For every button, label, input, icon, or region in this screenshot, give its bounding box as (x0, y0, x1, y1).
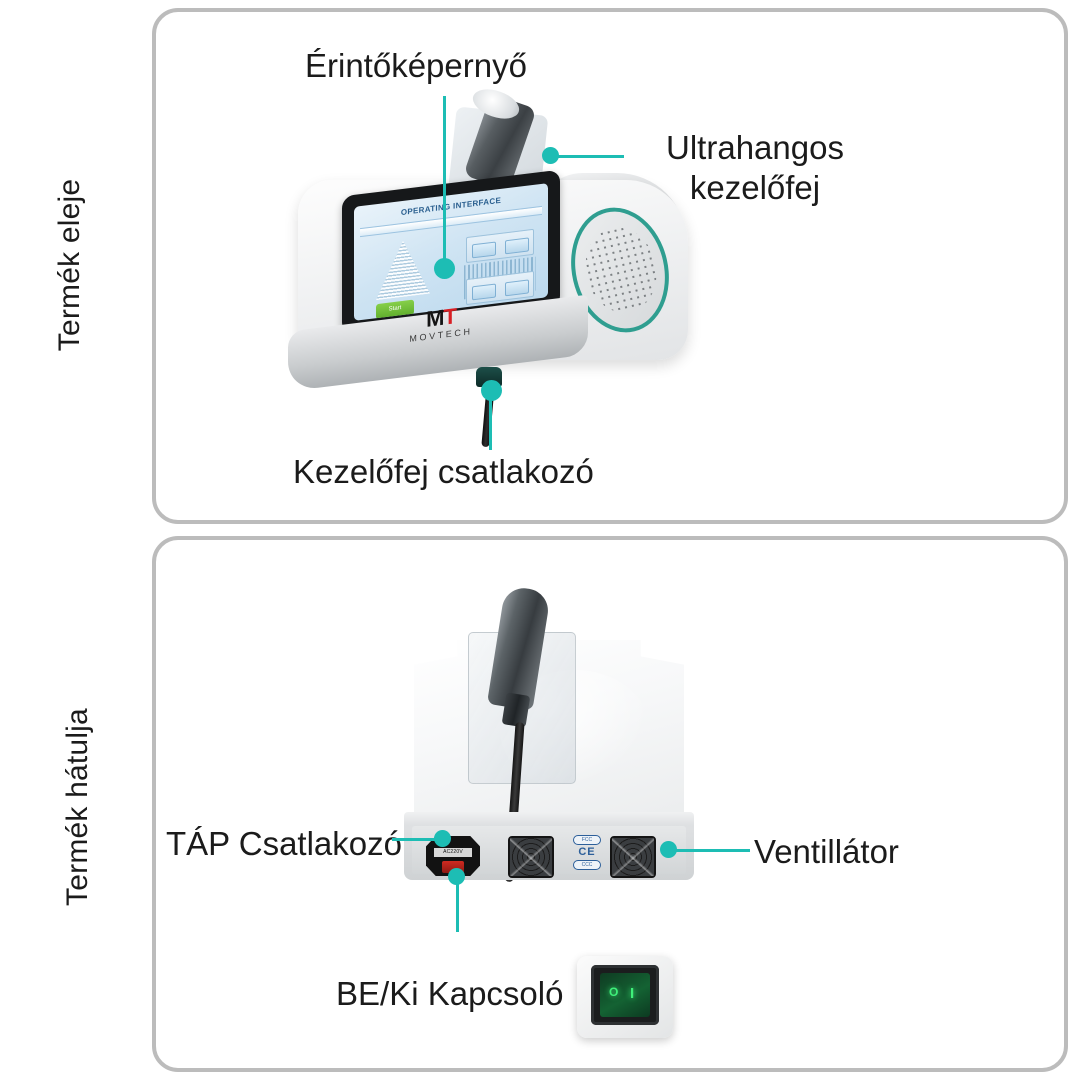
callout-label-line-1: Ultrahangos (666, 129, 844, 166)
callout-label-power-switch: BE/Ki Kapcsoló (336, 975, 564, 1012)
callout-label-power-connector: TÁP Csatlakozó (166, 825, 402, 862)
leader-line-touchscreen (443, 96, 446, 266)
power-switch-inset-illustration: O I (577, 956, 673, 1038)
touchscreen-display[interactable]: OPERATING INTERFACE Start (354, 183, 548, 321)
callout-label-line-2: kezelőfej (689, 169, 821, 207)
switch-on-symbol-icon: I (630, 985, 635, 1002)
callout-dot-power-switch (448, 868, 465, 885)
screen-chip (505, 279, 529, 297)
callout-label-touchscreen: Érintőképernyő (305, 47, 527, 84)
switch-rocker-face[interactable]: O I (600, 973, 650, 1017)
fan-blades (612, 838, 654, 876)
brand-logo-letter-m: M (426, 304, 444, 332)
screen-chip (472, 283, 496, 301)
certification-marks: FCC CE CCC (566, 834, 608, 871)
callout-dot-head-connector (481, 380, 502, 401)
leader-line-power-connector (392, 838, 440, 841)
callout-dot-power-connector (434, 830, 451, 847)
screen-waveform-graphic (376, 238, 430, 301)
rear-io-strip: AC220V FCC CE CCC (404, 812, 694, 880)
switch-off-symbol-icon: O (609, 985, 619, 999)
side-caption-product-rear: Termék hátulja (61, 708, 94, 906)
fan-blades (510, 838, 552, 876)
product-front-illustration: OPERATING INTERFACE Start MT MOVTECH (280, 83, 700, 448)
switch-frame: O I (591, 965, 659, 1025)
screen-chip (472, 241, 496, 259)
leader-line-power-switch (456, 880, 459, 932)
cert-badge-fcc: FCC (573, 835, 601, 845)
cert-badge-ce: CE (578, 846, 596, 858)
screen-chip (505, 237, 529, 255)
callout-dot-fan (660, 841, 677, 858)
product-rear-illustration: AC220V FCC CE CCC (380, 585, 720, 890)
callout-dot-touchscreen (434, 258, 455, 279)
brand-logo-letter-t: T (443, 303, 456, 330)
callout-label-head-connector: Kezelőfej csatlakozó (293, 453, 594, 490)
fan-grille-left-icon (508, 836, 554, 878)
leader-line-head-connector (489, 392, 492, 450)
leader-line-ultrasonic-head (556, 155, 624, 158)
callout-label-fan: Ventillátor (754, 833, 899, 870)
power-socket-label: AC220V (434, 848, 472, 857)
callout-dot-ultrasonic-head (542, 147, 559, 164)
callout-label-ultrasonic-head: Ultrahangos kezelőfej (630, 128, 880, 209)
leader-line-fan (672, 849, 750, 852)
fan-grille-right-icon (610, 836, 656, 878)
cert-badge-ccc: CCC (573, 860, 601, 870)
side-caption-product-front: Termék eleje (53, 178, 86, 352)
